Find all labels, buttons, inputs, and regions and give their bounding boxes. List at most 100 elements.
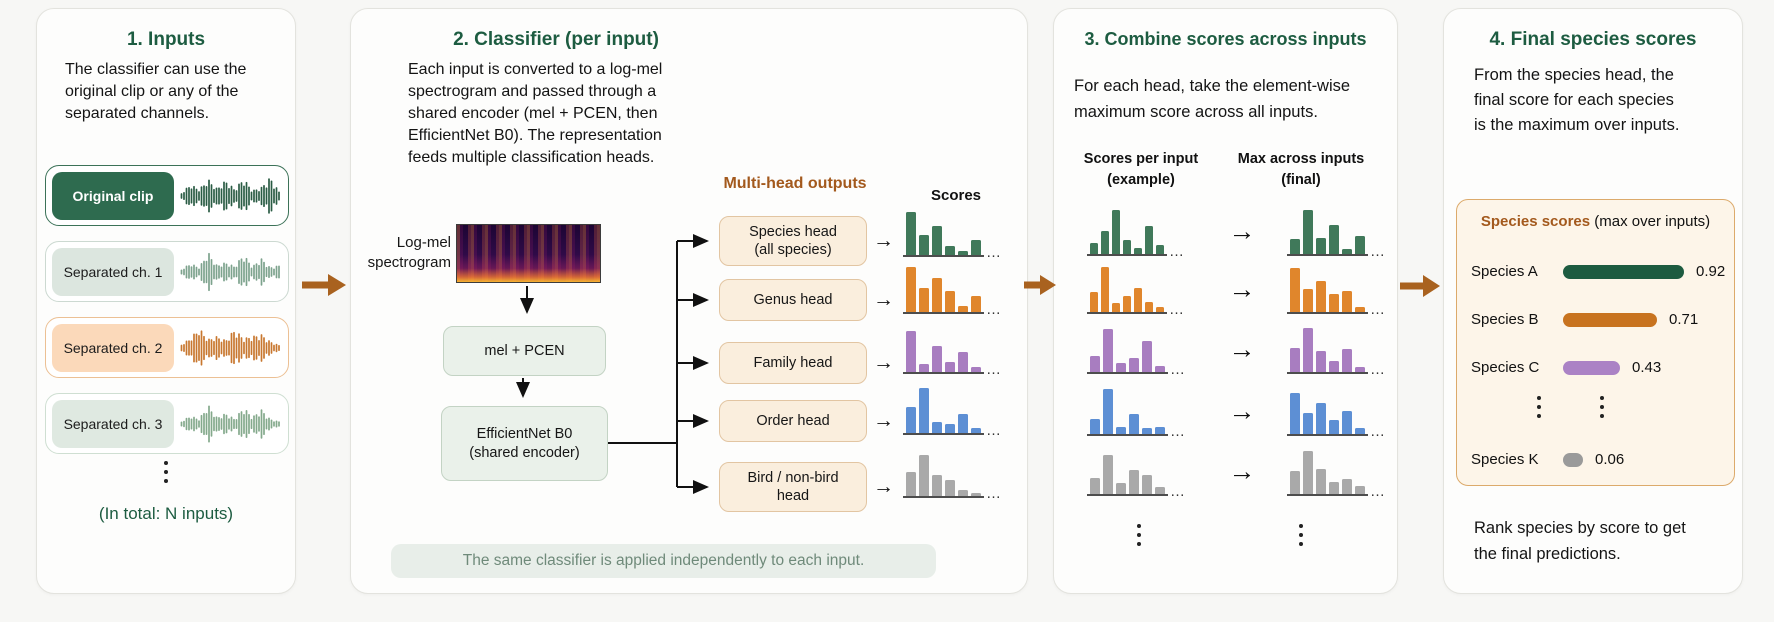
spectrogram-label: Log-mel spectrogram [367,234,451,271]
head-box: Order head [719,400,867,442]
scores-per-input-header: Scores per input (example) [1083,151,1199,188]
score-bar [919,288,929,312]
score-bar [1123,240,1131,254]
vertical-ellipsis-icon [1299,524,1303,546]
score-chart-bars [1087,260,1167,314]
score-bar [1355,307,1365,312]
score-bar [1112,210,1120,254]
panel2-caption: The same classifier is applied independe… [391,544,936,578]
score-bar [932,346,942,372]
chart-ellipsis: … [1370,243,1386,260]
right-arrow-icon: → [1228,216,1256,246]
right-arrow-icon: → [1228,396,1256,426]
panel4-description: From the species head, the final score f… [1474,66,1680,134]
score-bar [1316,281,1326,312]
score-bar [1142,428,1152,434]
score-bar [1303,289,1313,312]
right-arrow-icon: → [873,229,894,252]
score-bar [958,306,968,312]
score-bar [1090,356,1100,372]
input-chip: Separated ch. 3 [52,399,174,448]
score-bar [1355,428,1365,434]
score-bar [1303,413,1313,434]
score-bar [945,424,955,433]
chart-ellipsis: … [1170,483,1186,500]
score-bar [971,296,981,312]
score-bar [1101,231,1109,254]
score-bar [1342,291,1352,312]
score-bar [945,362,955,372]
score-bar [906,212,916,255]
score-chart: … [1287,382,1386,439]
score-chart-bars [903,320,984,374]
score-bar [1290,239,1300,254]
species-scores-box: Species scores (max over inputs) Species… [1456,199,1735,486]
score-bar [1112,303,1120,312]
encoder-box-line2: (shared encoder) [469,444,580,461]
score-bar [1134,288,1142,312]
vertical-ellipsis-icon [1600,396,1604,418]
head-box-label: Family head [753,354,833,371]
score-bar [906,472,916,496]
panel2-description: Each input is converted to a log-mel spe… [408,61,663,166]
score-bar [945,480,955,496]
score-bar [932,278,942,312]
species-score-value: 0.06 [1595,451,1625,468]
waveform-icon [180,329,280,366]
encoder-box-line1: EfficientNet B0 [476,425,573,442]
score-bar [919,364,929,372]
head-box: Genus head [719,279,867,321]
waveform-icon [180,177,280,214]
species-scores-box-title: Species scores (max over inputs) [1457,213,1734,230]
input-chip: Separated ch. 1 [52,247,174,296]
score-bar [1101,267,1109,312]
vertical-ellipsis-icon [1137,524,1141,546]
panel1-title: 1. Inputs [126,29,206,50]
score-bar [932,475,942,496]
encoder-box: EfficientNet B0 (shared encoder) [441,406,608,481]
score-chart: … [903,381,1002,439]
score-chart: … [1287,442,1386,499]
right-arrow-icon: → [1228,334,1256,364]
score-bar [1329,225,1339,254]
score-chart-bars [903,260,984,314]
score-bar [1116,483,1126,494]
score-chart: … [1087,320,1186,378]
score-chart-bars [1287,382,1368,436]
score-chart: … [1287,260,1386,317]
right-arrow-icon: → [1228,456,1256,486]
score-chart: … [903,260,1002,317]
head-box-label: Species head [749,223,837,240]
species-score-bar [1563,313,1657,327]
waveform-icon [180,404,280,443]
score-bar [1303,328,1313,372]
species-score-bar [1563,453,1583,467]
panel4-footer: Rank species by score to get the final p… [1474,519,1686,563]
score-chart-bars [1087,442,1168,496]
chart-ellipsis: … [986,361,1002,378]
score-chart-bars [1087,320,1168,374]
score-bar [1103,329,1113,372]
score-chart-bars [903,381,984,435]
score-bar [1155,487,1165,494]
score-bar [919,388,929,433]
score-bar [1134,248,1142,254]
chart-ellipsis: … [1170,423,1186,440]
input-chip: Original clip [52,171,174,220]
score-bar [1116,363,1126,372]
chart-ellipsis: … [986,422,1002,439]
score-bar [958,490,968,496]
score-bar [1142,341,1152,372]
panel1-footer: (In total: N inputs) [98,504,234,523]
score-bar [1129,358,1139,372]
species-score-value: 0.43 [1632,359,1662,376]
score-bar [1290,471,1300,494]
score-bar [932,226,942,255]
input-row-ch2: Separated ch. 2 [45,317,289,378]
panel-classifier: 2. Classifier (per input) Each input is … [350,8,1028,594]
chart-ellipsis: … [1170,361,1186,378]
right-arrow-icon: → [873,288,894,311]
score-bar [1156,245,1164,254]
score-bar [919,455,929,496]
